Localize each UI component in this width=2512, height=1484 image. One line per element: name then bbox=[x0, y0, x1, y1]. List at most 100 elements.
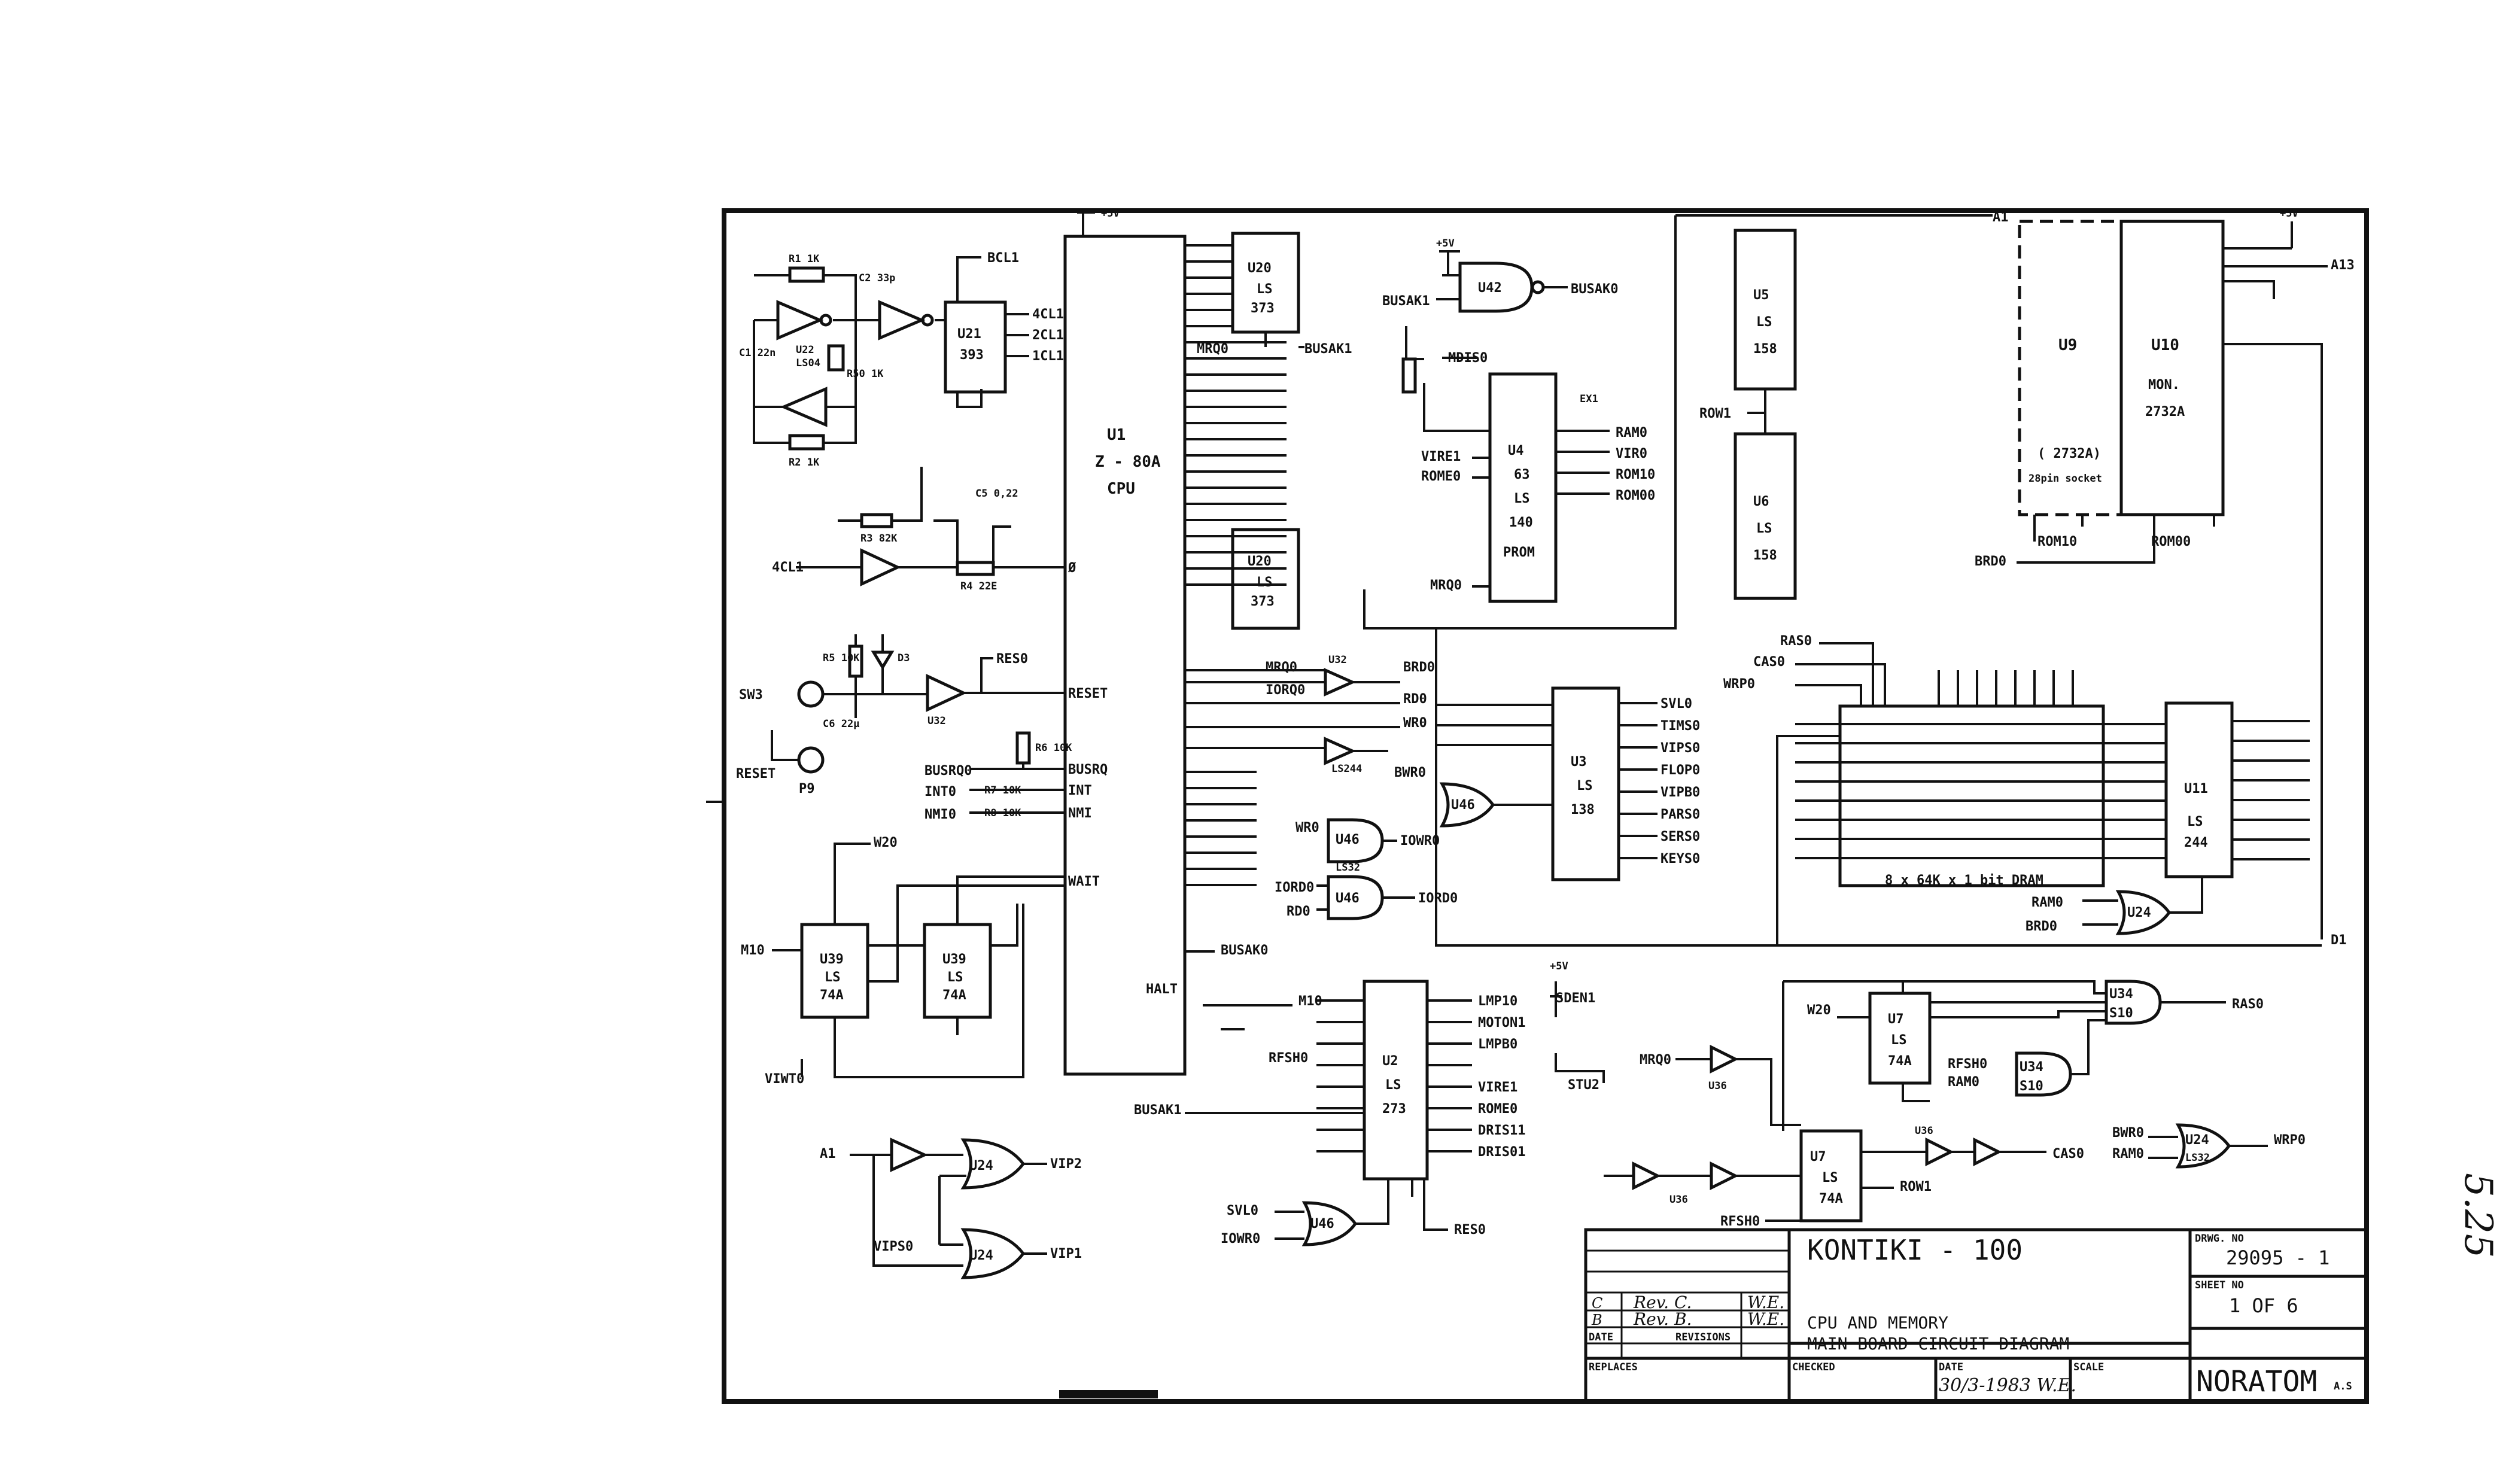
u5-name: U5 bbox=[1753, 288, 1769, 303]
c2-label: C2 33p bbox=[859, 272, 895, 284]
resistor-r2 bbox=[788, 434, 825, 451]
sig-rd0: RD0 bbox=[1403, 692, 1427, 707]
diode-d3-icon bbox=[871, 650, 895, 670]
u46-bottom: U46 SVL0 IOWR0 RES0 bbox=[1221, 1179, 1486, 1246]
sig-rom00: ROM00 bbox=[1616, 488, 1655, 503]
resistor-r3 bbox=[860, 513, 893, 528]
c6-label: C6 22µ bbox=[823, 718, 859, 730]
u6-l2: LS bbox=[1756, 521, 1772, 536]
s10a-label: S10 bbox=[2109, 1006, 2133, 1021]
chip-u9-socket bbox=[2018, 220, 2123, 516]
chip-u10 bbox=[2119, 220, 2225, 516]
sig-rfsh0-bottom: RFSH0 bbox=[1720, 1214, 1760, 1229]
decoder-output-label: SERS0 bbox=[1661, 829, 1700, 844]
u46d-label: U46 bbox=[1310, 1217, 1334, 1231]
u46b-label: U46 bbox=[1336, 832, 1360, 847]
decoder-output-label: KEYS0 bbox=[1661, 852, 1700, 866]
date-value: 30/3-1983 W.E. bbox=[1939, 1375, 2076, 1396]
svg-text:+5V: +5V bbox=[2280, 208, 2298, 220]
u87-l2: LS bbox=[1822, 1170, 1838, 1185]
drawing-frame bbox=[722, 208, 2369, 1404]
sig-bwr0-right: BWR0 bbox=[2112, 1126, 2144, 1141]
decoder-output-label: SVL0 bbox=[1661, 697, 1692, 711]
u4-l4: 140 bbox=[1509, 515, 1533, 530]
sig-brd0: BRD0 bbox=[1403, 660, 1435, 675]
u36d-label: U36 bbox=[1669, 1194, 1688, 1206]
sig-res0-b: RES0 bbox=[1454, 1223, 1486, 1237]
sig-svl0-b: SVL0 bbox=[1227, 1203, 1258, 1218]
u34b-label: U34 bbox=[2020, 1060, 2043, 1075]
sig-wrp0-out: WRP0 bbox=[2274, 1133, 2306, 1148]
inverter-u22b-icon bbox=[878, 300, 926, 340]
svg-text:+5V: +5V bbox=[1550, 960, 1568, 972]
u1-role: CPU bbox=[1107, 480, 1135, 498]
inverter-u22a-icon bbox=[776, 300, 824, 340]
u32-label: U32 bbox=[927, 715, 946, 727]
schmitt-u36a-icon bbox=[1710, 1044, 1739, 1074]
revisions-label: REVISIONS bbox=[1675, 1331, 1731, 1343]
sig-cas0-dram: CAS0 bbox=[1753, 655, 1785, 670]
r1-label: R1 1K bbox=[789, 253, 820, 265]
clock-oscillator: R1 1K R2 1K U22 LS04 R50 1K C1 22n C2 33… bbox=[739, 253, 945, 469]
sig-stu2: STU2 bbox=[1568, 1078, 1599, 1093]
u10-l3: 2732A bbox=[2145, 405, 2185, 419]
date-field-label: DATE bbox=[1939, 1361, 1963, 1373]
sig-w20: W20 bbox=[874, 835, 898, 850]
u39b-name: U39 bbox=[942, 952, 966, 967]
r4-label: R4 22E bbox=[960, 580, 997, 592]
schmitt-u36e-icon bbox=[1710, 1161, 1739, 1191]
u2-output-label: MOTON1 bbox=[1478, 1015, 1525, 1030]
u21-counter: U21 393 BCL1 4CL1 2CL1 1CL1 bbox=[944, 251, 1064, 408]
u24c-label: U24 bbox=[2127, 905, 2151, 920]
sig-iord0-in: IORD0 bbox=[1275, 880, 1314, 895]
pin-nmi: NMI bbox=[1068, 806, 1092, 821]
svg-text:+5V: +5V bbox=[1436, 238, 1455, 250]
decoder-output-label: TIMS0 bbox=[1661, 719, 1700, 734]
mux-bus-outline bbox=[1363, 214, 1993, 630]
sig-mrq0-right: MRQ0 bbox=[1640, 1053, 1671, 1068]
date-label: DATE bbox=[1589, 1331, 1613, 1343]
u9-name: U9 bbox=[2058, 336, 2077, 354]
u11-l2: LS bbox=[2187, 814, 2203, 829]
sig-vip2: VIP2 bbox=[1050, 1157, 1082, 1172]
u11-name: U11 bbox=[2184, 781, 2208, 796]
sig-2cl1: 2CL1 bbox=[1032, 328, 1064, 343]
schmitt-u32b-icon bbox=[1324, 668, 1357, 697]
rev-b-code: B bbox=[1591, 1312, 1602, 1328]
u2-output-label: ROME0 bbox=[1478, 1102, 1517, 1117]
u36b-label: U36 bbox=[1915, 1125, 1933, 1137]
u20b-l3: 373 bbox=[1251, 594, 1275, 609]
sig-busak1-mid: BUSAK1 bbox=[1134, 1103, 1181, 1118]
drawing-subtitle-1: CPU AND MEMORY bbox=[1807, 1313, 1948, 1333]
r6-label: R6 10K bbox=[1035, 742, 1072, 754]
sig-1cl1: 1CL1 bbox=[1032, 349, 1064, 364]
pullup-resistor bbox=[1401, 357, 1417, 394]
sig-rom10: ROM10 bbox=[1616, 467, 1655, 482]
sig-brd0-dram: BRD0 bbox=[2026, 919, 2057, 934]
u24d-label: U24 bbox=[2185, 1133, 2209, 1148]
sig-m10: M10 bbox=[741, 943, 765, 958]
sig-cas0-out: CAS0 bbox=[2052, 1147, 2084, 1161]
crystal-x1-icon bbox=[827, 344, 845, 372]
wait-state-logic: U39 LS 74A U39 LS 74A M10 W20 VIWT0 bbox=[741, 835, 1065, 1087]
title-block-frame bbox=[1584, 1228, 2368, 1403]
sig-vips0: VIPS0 bbox=[874, 1239, 913, 1254]
title-block: KONTIKI - 100 CPU AND MEMORY MAIN BOARD … bbox=[1584, 1228, 2368, 1403]
sig-busak1-in: BUSAK1 bbox=[1382, 294, 1430, 309]
sig-busak1-latch: BUSAK1 bbox=[1304, 342, 1352, 357]
u3-name: U3 bbox=[1571, 755, 1587, 770]
u36a-label: U36 bbox=[1708, 1080, 1727, 1092]
company-name: NORATOM bbox=[2196, 1365, 2317, 1398]
pin-wait: WAIT bbox=[1068, 874, 1100, 889]
x1-label: R50 1K bbox=[847, 368, 884, 380]
sig-rfsh0-right: RFSH0 bbox=[1948, 1057, 1987, 1072]
sig-w20-right: W20 bbox=[1807, 1003, 1831, 1018]
u20b-l2: LS bbox=[1257, 575, 1273, 590]
sig-wrp0-dram: WRP0 bbox=[1723, 677, 1755, 692]
u21-type: 393 bbox=[960, 348, 984, 363]
c1-label: C1 22n bbox=[739, 347, 776, 359]
reset-circuit: R5 10K D3 C6 22µ U32 SW3 RESET P9 RES0 bbox=[736, 634, 1065, 796]
buffer-ls244-icon bbox=[1324, 737, 1357, 765]
u2-output-label: VIRE1 bbox=[1478, 1080, 1517, 1095]
sig-m10-mid: M10 bbox=[1298, 994, 1322, 1009]
